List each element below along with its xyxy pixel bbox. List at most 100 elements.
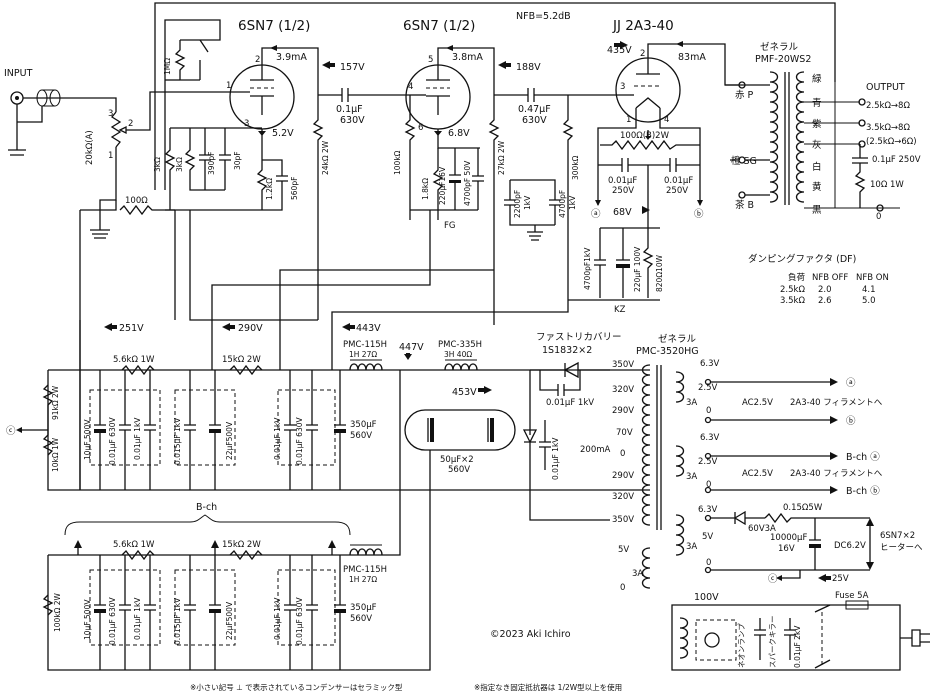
svg-text:560V: 560V bbox=[350, 614, 372, 624]
svg-text:PMC-335H: PMC-335H bbox=[438, 340, 482, 350]
svg-text:スパークキラー: スパークキラー bbox=[768, 616, 777, 669]
r100-label: 100Ω bbox=[125, 196, 148, 206]
svg-text:70V: 70V bbox=[616, 428, 633, 438]
svg-text:橙 SG: 橙 SG bbox=[731, 155, 757, 167]
svg-text:3kΩ: 3kΩ bbox=[153, 157, 162, 172]
neon-lamp-icon bbox=[704, 632, 720, 648]
svg-text:15kΩ 2W: 15kΩ 2W bbox=[222, 355, 261, 365]
svg-text:0.015μF 1kV: 0.015μF 1kV bbox=[173, 597, 182, 645]
svg-text:100kΩ: 100kΩ bbox=[393, 150, 402, 175]
ground-icon bbox=[527, 225, 543, 241]
svg-text:0.01μF: 0.01μF bbox=[608, 176, 637, 186]
svg-text:3H 40Ω: 3H 40Ω bbox=[444, 350, 472, 359]
svg-text:3.5kΩ: 3.5kΩ bbox=[780, 296, 805, 306]
df-title: ダンピングファクタ (DF) bbox=[748, 253, 856, 265]
svg-text:290V: 290V bbox=[612, 471, 634, 481]
stage2-current: 3.8mA bbox=[452, 52, 483, 63]
svg-text:NFB OFF: NFB OFF bbox=[812, 273, 848, 283]
svg-text:4: 4 bbox=[408, 82, 413, 92]
svg-text:6SN7×2: 6SN7×2 bbox=[880, 531, 915, 541]
stage2-plate-v: 188V bbox=[516, 62, 541, 73]
svg-text:PMC-115H: PMC-115H bbox=[343, 340, 387, 350]
stage1-plate-v: 157V bbox=[340, 62, 365, 73]
svg-text:1MΩ: 1MΩ bbox=[163, 58, 172, 75]
svg-text:0: 0 bbox=[620, 449, 625, 459]
svg-text:2.5V: 2.5V bbox=[698, 383, 718, 393]
svg-text:青: 青 bbox=[812, 97, 822, 109]
svg-text:3kΩ: 3kΩ bbox=[175, 157, 184, 172]
stage3-cathode-v: 68V bbox=[613, 207, 632, 218]
svg-text:630V: 630V bbox=[522, 115, 547, 126]
svg-text:0: 0 bbox=[876, 212, 881, 222]
svg-text:0.1μF: 0.1μF bbox=[336, 104, 363, 115]
v-251: 251V bbox=[119, 323, 144, 334]
svg-text:2.0: 2.0 bbox=[818, 285, 832, 295]
svg-text:10μF 500V: 10μF 500V bbox=[83, 599, 92, 640]
bch-cap-bank-1: 10μF 500V 0.01μF 630V 0.01μF 1kV bbox=[83, 555, 161, 670]
svg-text:6.3V: 6.3V bbox=[698, 505, 718, 515]
svg-text:5V: 5V bbox=[618, 545, 629, 555]
svg-text:0.01μF 630V: 0.01μF 630V bbox=[108, 417, 117, 465]
filament-winding-1: 6.3V 2.5V 3A 0 AC2.5V 2A3-40 フィラメントへ ⓐ ⓑ bbox=[675, 359, 883, 427]
svg-text:0.01μF 1kV: 0.01μF 1kV bbox=[551, 437, 560, 480]
filament-winding-2: 6.3V 2.5V 3A 0 AC2.5V 2A3-40 フィラメントへ B-c… bbox=[675, 433, 883, 497]
svg-text:茶 B: 茶 B bbox=[735, 199, 754, 211]
svg-text:緑: 緑 bbox=[812, 73, 822, 85]
svg-text:390pF: 390pF bbox=[207, 152, 216, 175]
svg-text:6: 6 bbox=[418, 123, 423, 133]
svg-text:0.01μF: 0.01μF bbox=[664, 176, 693, 186]
svg-text:220μF16V: 220μF16V bbox=[438, 166, 447, 205]
svg-text:2: 2 bbox=[255, 55, 260, 65]
svg-text:4700pF 50V: 4700pF 50V bbox=[463, 160, 472, 206]
cap-50u-x2 bbox=[404, 409, 516, 451]
svg-text:ⓒ: ⓒ bbox=[6, 426, 16, 437]
svg-text:16V: 16V bbox=[778, 544, 795, 554]
tube2-title: 6SN7 (1/2) bbox=[403, 18, 475, 34]
svg-text:ゼネラル: ゼネラル bbox=[658, 333, 697, 345]
output-transformer-secondary bbox=[795, 71, 805, 203]
footnote-2: ※指定なき固定抵抗器は 1/2W型以上を使用 bbox=[474, 682, 622, 692]
svg-text:24kΩ 2W: 24kΩ 2W bbox=[321, 140, 330, 175]
svg-text:0.01μF 630V: 0.01μF 630V bbox=[295, 597, 304, 645]
svg-text:2.5kΩ→8Ω: 2.5kΩ→8Ω bbox=[866, 101, 910, 111]
svg-text:1kV: 1kV bbox=[523, 195, 532, 210]
svg-text:B-ch ⓐ: B-ch ⓐ bbox=[846, 452, 880, 463]
svg-text:290V: 290V bbox=[612, 406, 634, 416]
svg-text:820Ω10W: 820Ω10W bbox=[655, 254, 664, 292]
svg-text:560V: 560V bbox=[448, 465, 470, 475]
v-290: 290V bbox=[238, 323, 263, 334]
svg-text:250V: 250V bbox=[612, 186, 634, 196]
svg-text:22μF500V: 22μF500V bbox=[225, 601, 234, 640]
svg-text:0.15Ω5W: 0.15Ω5W bbox=[783, 503, 823, 513]
svg-text:白: 白 bbox=[812, 161, 822, 173]
fuse-icon bbox=[845, 600, 869, 610]
fg-label: FG bbox=[444, 221, 455, 231]
svg-text:B-ch ⓑ: B-ch ⓑ bbox=[846, 486, 880, 497]
svg-text:350μF: 350μF bbox=[350, 603, 377, 613]
svg-text:1: 1 bbox=[226, 81, 231, 91]
ground-icon bbox=[8, 149, 26, 156]
svg-text:0.01μF 630V: 0.01μF 630V bbox=[295, 417, 304, 465]
svg-text:ⓐ: ⓐ bbox=[591, 209, 601, 220]
svg-text:ネオンランプ: ネオンランプ bbox=[737, 623, 746, 668]
svg-text:350V: 350V bbox=[612, 360, 634, 370]
output-label: OUTPUT bbox=[866, 82, 905, 93]
svg-text:5: 5 bbox=[428, 55, 433, 65]
v-447: 447V bbox=[399, 342, 424, 353]
svg-text:10kΩ 1W: 10kΩ 1W bbox=[51, 437, 60, 472]
tube1-title: 6SN7 (1/2) bbox=[238, 18, 310, 34]
svg-text:5.0: 5.0 bbox=[862, 296, 876, 306]
svg-text:3A: 3A bbox=[686, 542, 697, 552]
svg-text:100V: 100V bbox=[694, 592, 719, 603]
svg-text:ファストリカバリー: ファストリカバリー bbox=[536, 332, 622, 343]
svg-text:4.1: 4.1 bbox=[862, 285, 876, 295]
svg-text:91kΩ 2W: 91kΩ 2W bbox=[51, 385, 60, 420]
svg-text:0.01μF 1kV: 0.01μF 1kV bbox=[273, 597, 282, 640]
svg-text:負荷: 負荷 bbox=[788, 272, 806, 283]
svg-text:22μF500V: 22μF500V bbox=[225, 421, 234, 460]
svg-text:60V3A: 60V3A bbox=[748, 524, 776, 534]
heater-supply: 6.3V 5V 3A 0 60V3A 0.15Ω5W 10000μF 16V D… bbox=[675, 503, 923, 585]
nfb-label: NFB=5.2dB bbox=[516, 11, 571, 22]
svg-text:灰: 灰 bbox=[812, 139, 822, 151]
